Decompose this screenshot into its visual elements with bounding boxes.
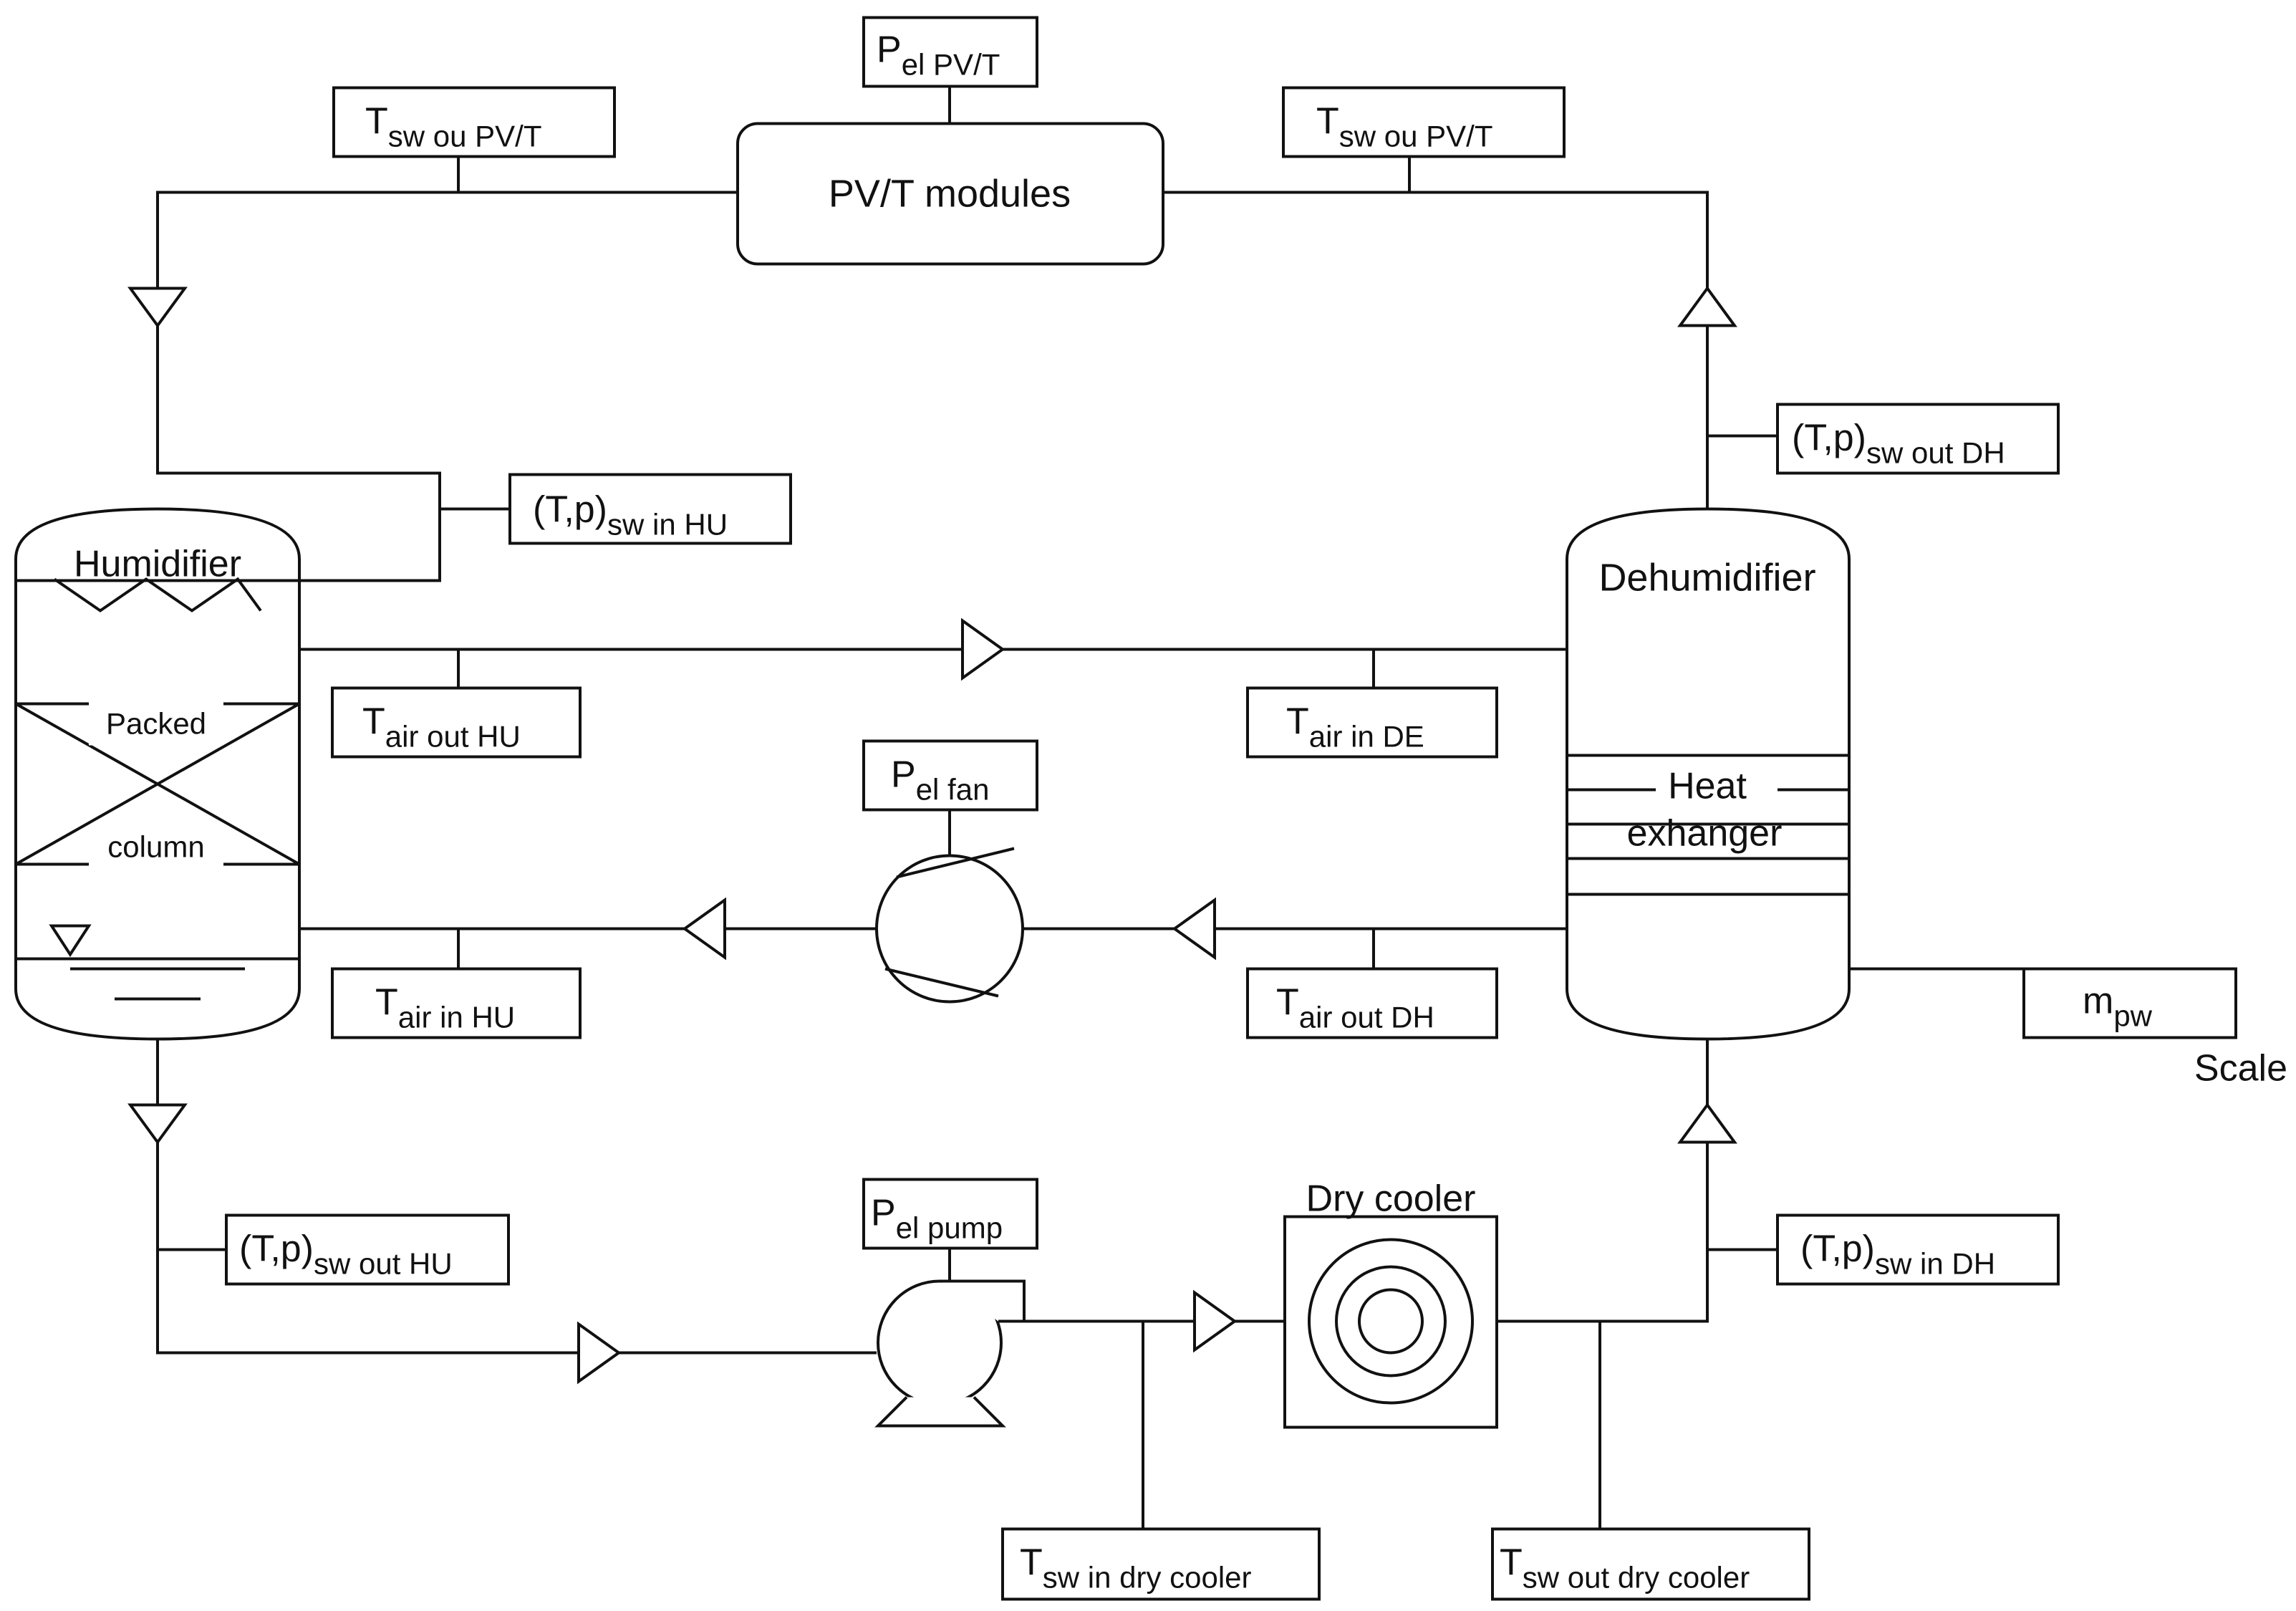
- svg-text:Pel pump: Pel pump: [871, 1193, 1003, 1245]
- packed-column-cross-icon: [15, 702, 300, 866]
- dehumidifier: Dehumidifier Heat exhanger: [1566, 507, 1851, 1041]
- pvt-modules-box: [736, 122, 1164, 266]
- svg-text:Pel PV/T: Pel PV/T: [877, 29, 1000, 82]
- sensor-m-pw: mpw: [2022, 967, 2237, 1039]
- heat-exchanger-label-top: Heat: [1668, 766, 1747, 807]
- sensor-t-pvt-left: Tsw ou PV/T: [332, 86, 616, 158]
- arrow-up-icon: [1677, 286, 1737, 327]
- arrow-right-icon: [961, 617, 1005, 681]
- dry-cooler-fan-icon: [1358, 1288, 1424, 1355]
- svg-text:mpw: mpw: [2083, 981, 2153, 1033]
- sensor-tp-sw-in-dh: (T,p)sw in DH: [1776, 1213, 2060, 1286]
- pipe-pvt-left: [156, 191, 738, 582]
- svg-text:Tair out DH: Tair out DH: [1276, 982, 1434, 1034]
- svg-text:Tsw ou PV/T: Tsw ou PV/T: [1316, 101, 1493, 153]
- pipe-hu-out: [156, 1039, 877, 1355]
- humidifier: Humidifier Packed column: [14, 507, 301, 1041]
- pvt-modules: PV/T modules: [736, 122, 1164, 266]
- svg-text:Tair in HU: Tair in HU: [375, 982, 515, 1034]
- arrow-left-icon: [1172, 897, 1216, 961]
- fan-blade-icon: [884, 847, 1015, 998]
- sensor-tp-sw-out-hu: (T,p)sw out HU: [225, 1213, 510, 1286]
- fan-icon: [875, 854, 1024, 1004]
- svg-text:(T,p)sw out DH: (T,p)sw out DH: [1792, 418, 2005, 470]
- svg-text:Tair in DE: Tair in DE: [1286, 701, 1424, 754]
- flow-arrows: [127, 286, 1737, 1385]
- dehumidifier-label: Dehumidifier: [1598, 557, 1815, 600]
- dry-cooler-label: Dry cooler: [1306, 1178, 1476, 1220]
- dehumidifier-vessel: [1566, 507, 1851, 1041]
- spray-nozzle-icon: [53, 577, 262, 612]
- column-label: column: [107, 830, 204, 864]
- dry-cooler-ring-middle: [1335, 1265, 1447, 1377]
- sensor-tp-sw-out-dh: (T,p)sw out DH: [1776, 403, 2060, 475]
- svg-text:Tsw in dry cooler: Tsw in dry cooler: [1020, 1542, 1252, 1595]
- arrow-down-icon: [127, 287, 188, 328]
- arrow-up-icon: [1677, 1102, 1737, 1144]
- pump: [874, 1279, 1026, 1428]
- arrow-right-icon: [1193, 1289, 1238, 1353]
- water-level-icon: [49, 924, 92, 958]
- scale-label: Scale: [2194, 1048, 2287, 1090]
- sensor-tp-sw-in-hu: (T,p)sw in HU: [508, 473, 792, 545]
- sensor-t-air-out-hu: Tair out HU: [331, 686, 582, 759]
- heat-exchanger-label-bottom: exhanger: [1627, 813, 1783, 855]
- dry-cooler-ring-outer: [1308, 1238, 1474, 1405]
- sensor-p-pvt: Pel PV/T: [862, 16, 1038, 88]
- heat-exchanger-plates-icon: [1567, 754, 1849, 896]
- humidifier-vessel: [14, 507, 301, 1041]
- pump-outlet-icon: [940, 1279, 1026, 1323]
- svg-text:(T,p)sw in HU: (T,p)sw in HU: [533, 489, 728, 542]
- svg-text:Tsw out dry cooler: Tsw out dry cooler: [1500, 1542, 1750, 1595]
- sensor-t-sw-in-dc: Tsw in dry cooler: [1001, 1527, 1321, 1601]
- sensor-p-fan: Pel fan: [862, 739, 1038, 812]
- sensor-t-air-in-hu: Tair in HU: [331, 967, 582, 1039]
- svg-text:(T,p)sw out HU: (T,p)sw out HU: [239, 1228, 453, 1281]
- heat-exchanger: Heat exhanger: [1567, 754, 1849, 896]
- humidifier-label: Humidifier: [74, 544, 241, 585]
- svg-text:Tsw ou PV/T: Tsw ou PV/T: [365, 101, 542, 153]
- arrow-left-icon: [682, 897, 726, 961]
- pvt-modules-label: PV/T modules: [829, 173, 1071, 216]
- arrow-down-icon: [127, 1103, 188, 1145]
- column-label-bg: [89, 828, 223, 866]
- dry-cooler: Dry cooler: [1283, 1178, 1498, 1429]
- svg-text:(T,p)sw in DH: (T,p)sw in DH: [1800, 1228, 1995, 1281]
- svg-text:Tair out HU: Tair out HU: [362, 701, 521, 754]
- pipe-dc-to-dh: [1497, 1039, 1709, 1323]
- pipe-pvt-right: [1163, 191, 1709, 509]
- pump-base-icon: [874, 1396, 1006, 1428]
- sensor-t-air-out-dh: Tair out DH: [1246, 967, 1498, 1039]
- sensor-t-air-in-de: Tair in DE: [1246, 686, 1498, 759]
- fan: [875, 847, 1024, 1004]
- sensor-p-pump: Pel pump: [862, 1178, 1038, 1250]
- arrow-right-icon: [577, 1321, 622, 1385]
- sensor-t-sw-out-dc: Tsw out dry cooler: [1491, 1527, 1810, 1601]
- packed-label-bg: [89, 702, 223, 746]
- packed-label: Packed: [106, 707, 206, 741]
- sensor-t-pvt-right: Tsw ou PV/T: [1282, 86, 1566, 158]
- dry-cooler-box: [1283, 1215, 1498, 1429]
- svg-text:Pel fan: Pel fan: [891, 754, 989, 807]
- sensor-boxes: Pel PV/T Tsw ou PV/T Tsw ou PV/T (T,p)sw…: [225, 16, 2287, 1601]
